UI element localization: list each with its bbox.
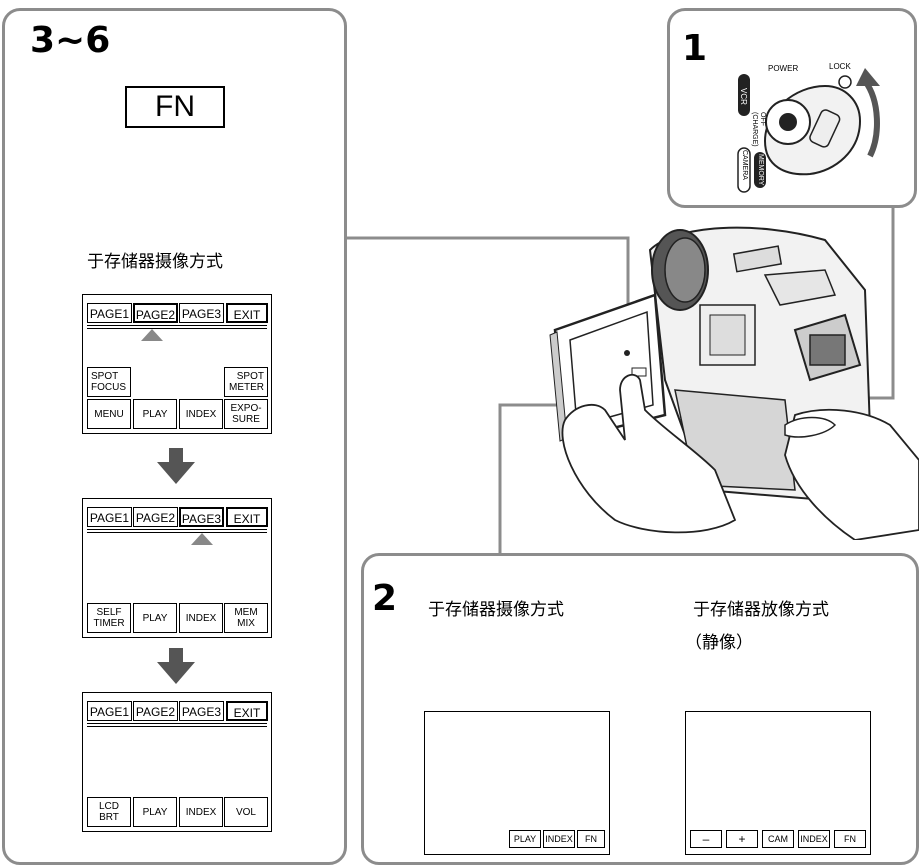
memory-record-mode-caption: 于存储器摄像方式	[428, 600, 564, 620]
selection-arrow-icon	[141, 329, 163, 341]
minus-button: –	[690, 830, 722, 848]
tab-underline	[87, 723, 267, 727]
still-image-caption: （静像）	[685, 633, 753, 653]
tab-page3: PAGE3	[179, 507, 224, 527]
step-number: 1	[682, 28, 708, 69]
self-timer-button: SELF TIMER	[87, 603, 131, 633]
lcd-brt-button: LCD BRT	[87, 797, 131, 827]
play-button: PLAY	[133, 603, 177, 633]
tab-underline	[87, 325, 267, 329]
memory-record-mode-caption: 于存储器摄像方式	[87, 252, 223, 272]
index-button: INDEX	[179, 399, 223, 429]
playback-mode-screen: – + CAM INDEX FN	[685, 711, 871, 855]
tab-page3: PAGE3	[179, 701, 224, 721]
power-switch-illustration	[737, 68, 880, 193]
cam-button: CAM	[762, 830, 794, 848]
tab-page1: PAGE1	[87, 701, 132, 721]
lock-label: LOCK	[829, 62, 851, 71]
fn-button-illustration: FN	[125, 86, 225, 128]
mem-mix-button: MEM MIX	[224, 603, 268, 633]
tab-underline	[87, 529, 267, 533]
tab-exit: EXIT	[226, 303, 268, 323]
camera-label: CAMERA	[741, 150, 748, 180]
menu-screen-exit: PAGE1 PAGE2 PAGE3 EXIT LCD BRT PLAY INDE…	[82, 692, 272, 832]
index-button: INDEX	[179, 603, 223, 633]
menu-screen-page3: PAGE1 PAGE2 PAGE3 EXIT SELF TIMER PLAY I…	[82, 498, 272, 638]
menu-button: MENU	[87, 399, 131, 429]
down-arrow-icon	[157, 448, 195, 484]
exposure-button: EXPO- SURE	[224, 399, 268, 429]
tab-page2: PAGE2	[133, 701, 178, 721]
plus-button: +	[726, 830, 758, 848]
play-button: PLAY	[509, 830, 541, 848]
vcr-label: VCR	[739, 88, 748, 105]
tab-exit: EXIT	[226, 507, 268, 527]
spot-meter-button: SPOT METER	[224, 367, 268, 397]
memory-playback-mode-caption: 于存储器放像方式	[693, 600, 829, 620]
tab-page2: PAGE2	[133, 507, 178, 527]
step-number: 2	[372, 578, 398, 619]
index-button: INDEX	[179, 797, 223, 827]
fn-button: FN	[577, 830, 605, 848]
spot-focus-button: SPOT FOCUS	[87, 367, 131, 397]
tab-page1: PAGE1	[87, 507, 132, 527]
fn-button: FN	[834, 830, 866, 848]
power-label: POWER	[768, 64, 799, 73]
index-button: INDEX	[798, 830, 830, 848]
vol-button: VOL	[224, 797, 268, 827]
step-number: 3~6	[30, 20, 111, 61]
menu-screen-page2: PAGE1 PAGE2 PAGE3 EXIT SPOT FOCUS SPOT M…	[82, 294, 272, 434]
tab-page3: PAGE3	[179, 303, 224, 323]
down-arrow-icon	[157, 648, 195, 684]
play-button: PLAY	[133, 399, 177, 429]
tab-page2: PAGE2	[133, 303, 178, 323]
tab-page1: PAGE1	[87, 303, 132, 323]
play-button: PLAY	[133, 797, 177, 827]
index-button: INDEX	[543, 830, 575, 848]
memory-label: MEMORY	[757, 154, 764, 186]
off-charge-label: OFF (CHARGE)	[751, 112, 766, 147]
selection-arrow-icon	[191, 533, 213, 545]
record-mode-screen: PLAY INDEX FN	[424, 711, 610, 855]
camcorder-illustration	[549, 226, 919, 540]
tab-exit: EXIT	[226, 701, 268, 721]
